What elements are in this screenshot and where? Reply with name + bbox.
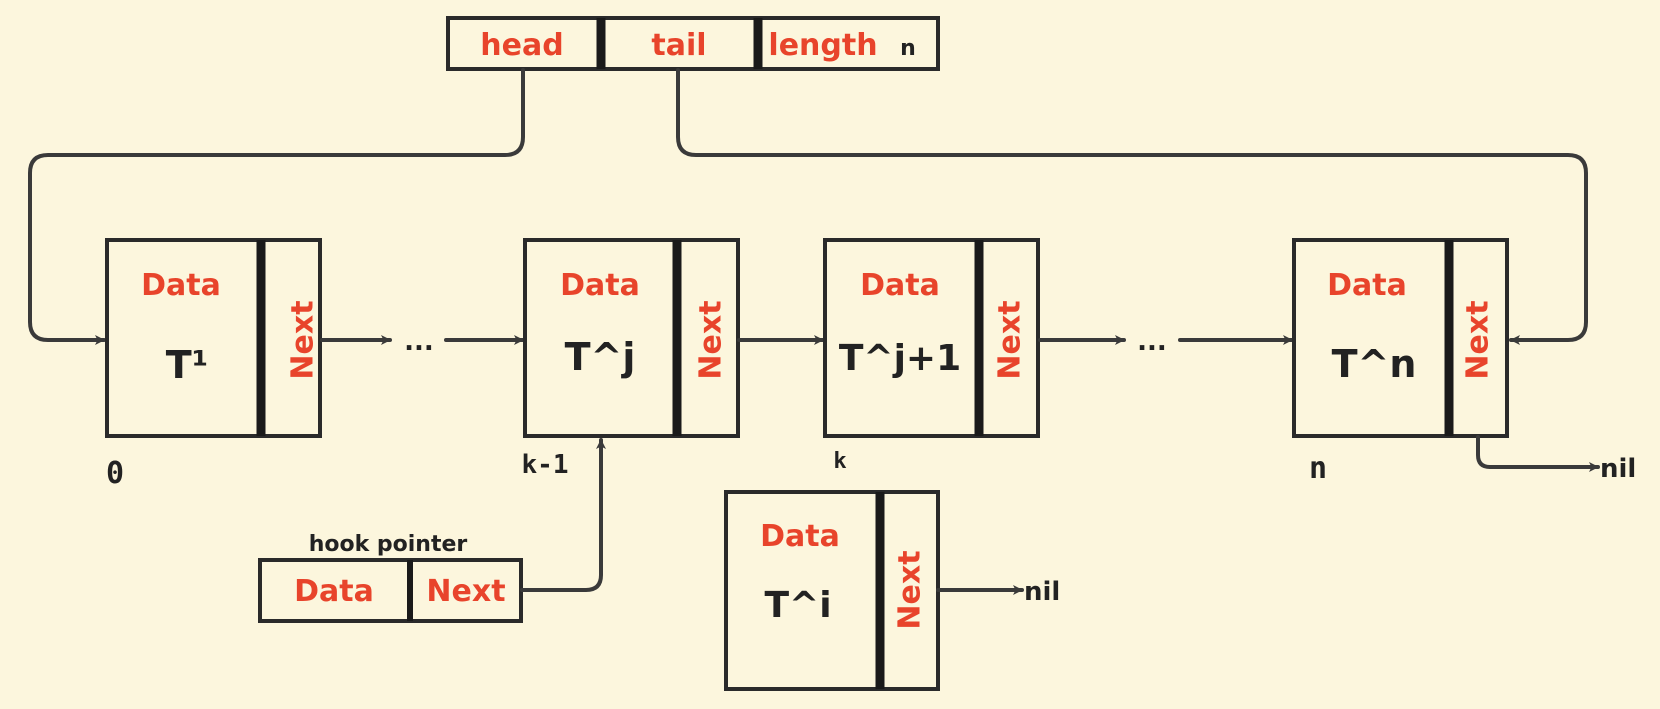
node-box — [523, 238, 740, 438]
hook-data-label: Data — [294, 574, 374, 609]
list-header: head tail length n — [446, 16, 940, 71]
node-box — [823, 238, 1040, 438]
node-value: T¹ — [166, 343, 209, 387]
node-data-label: Data — [760, 519, 840, 554]
ellipsis: ... — [404, 327, 434, 357]
node-data-label: Data — [1327, 268, 1407, 303]
head-pointer-arrow — [28, 68, 525, 345]
nil-label: nil — [1024, 577, 1060, 607]
hook-pointer: hook pointer Data Next — [258, 532, 523, 623]
node-next-label: Next — [893, 550, 928, 629]
node-next-label: Next — [286, 300, 321, 379]
node-box — [1292, 238, 1509, 438]
node-next-label: Next — [1461, 300, 1496, 379]
node-data-label: Data — [141, 268, 221, 303]
tail-field-label: tail — [651, 28, 706, 63]
list-node: Data T^j Next k-1 — [522, 238, 740, 480]
header-box — [446, 16, 940, 71]
new-node: Data T^i Next — [724, 490, 940, 691]
node-value: T^j+1 — [839, 338, 961, 379]
node-next-label: Next — [993, 300, 1028, 379]
list-node: Data T^j+1 Next k — [823, 238, 1040, 474]
length-field-label: length — [768, 28, 877, 63]
length-value: n — [900, 36, 916, 61]
ellipsis: ... — [1137, 327, 1167, 357]
tail-pointer-arrow — [676, 68, 1588, 345]
nil-label: nil — [1600, 454, 1636, 484]
node-next-label: Next — [694, 300, 729, 379]
node-value: T^n — [1332, 342, 1417, 386]
node-box — [105, 238, 322, 438]
node-index: 0 — [106, 456, 124, 491]
list-node: Data T^n Next n — [1292, 238, 1509, 486]
list-node: Data T¹ Next 0 — [105, 238, 322, 491]
nil-arrow — [1476, 435, 1600, 472]
node-index: n — [1309, 451, 1327, 486]
head-field-label: head — [480, 28, 563, 63]
node-index: k-1 — [522, 450, 569, 480]
hook-pointer-title: hook pointer — [309, 532, 468, 557]
node-data-label: Data — [560, 268, 640, 303]
node-value: T^j — [565, 335, 636, 379]
hook-pointer-arrow — [520, 438, 606, 592]
node-index: k — [833, 449, 846, 474]
hook-next-label: Next — [426, 574, 505, 609]
node-value: T^i — [764, 585, 831, 626]
node-data-label: Data — [860, 268, 940, 303]
